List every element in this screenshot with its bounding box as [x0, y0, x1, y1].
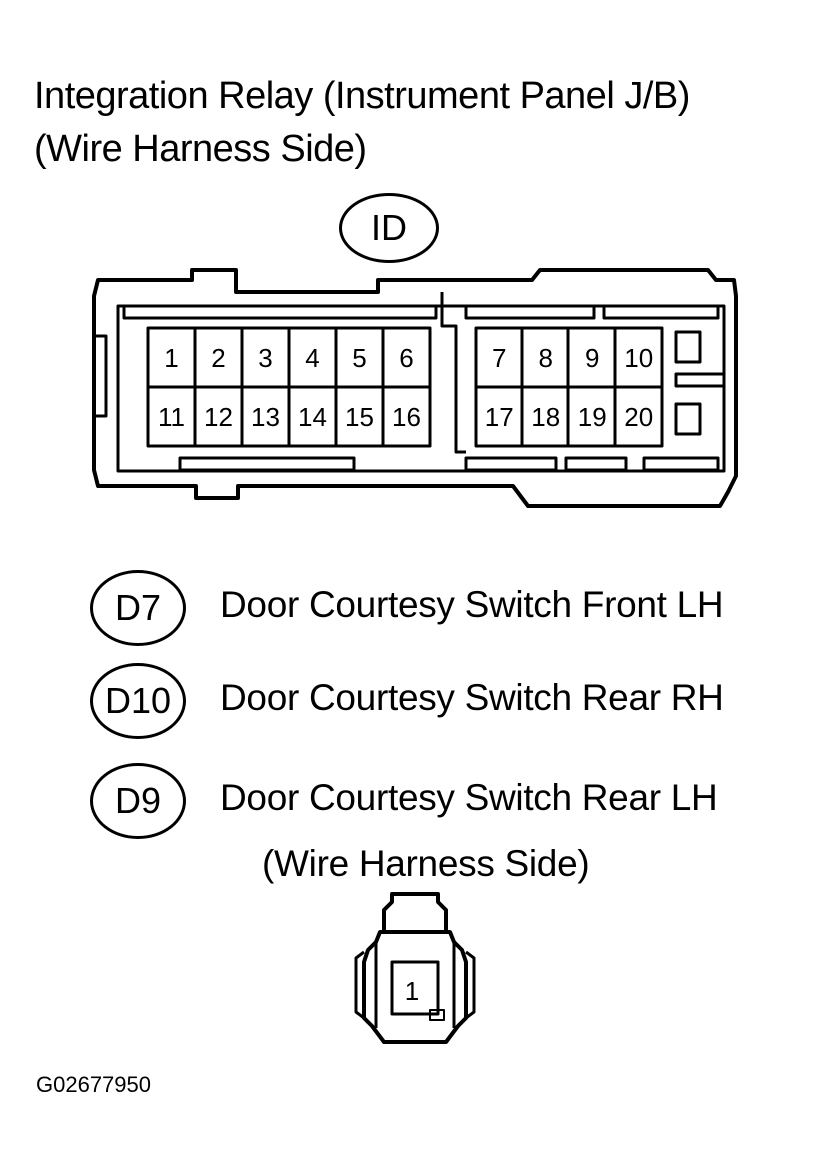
pin-label: 16	[392, 402, 421, 432]
legend-row-d10: D10 Door Courtesy Switch Rear RH	[90, 663, 810, 739]
bottom-slot-mid	[464, 456, 558, 472]
small-connector-latch	[382, 892, 448, 934]
connector-description: Door Courtesy Switch Front LH	[220, 584, 724, 625]
top-slot-left	[122, 304, 438, 320]
pin-label: 17	[485, 402, 514, 432]
small-connector-pin-cavity	[390, 960, 440, 1016]
pin-label: 19	[578, 402, 607, 432]
connector-housing-outline	[92, 268, 738, 508]
pin-label: 7	[492, 343, 506, 373]
connector-code-badge: D9	[90, 763, 186, 839]
pin-label: 10	[624, 343, 653, 373]
diagram-subtitle: (Wire Harness Side)	[34, 128, 367, 170]
connector-id-badge: ID	[339, 193, 439, 263]
small-connector-pin-label: 1	[405, 976, 419, 1006]
diagram-title: Integration Relay (Instrument Panel J/B)	[34, 75, 690, 117]
pin-label: 20	[624, 402, 653, 432]
connector-description: Door Courtesy Switch Rear LH	[220, 777, 718, 818]
bottom-slot-mid2	[564, 456, 628, 472]
pin-label: 5	[352, 343, 366, 373]
pin-label: 14	[298, 402, 327, 432]
left-latch	[94, 334, 108, 418]
small-connector-body	[362, 930, 468, 1044]
pin-label: 9	[585, 343, 599, 373]
right-key	[674, 372, 726, 388]
connector-description: Door Courtesy Switch Rear RH	[220, 677, 724, 718]
top-slot-mid	[464, 304, 596, 320]
harness-side-note: (Wire Harness Side)	[262, 843, 590, 884]
pin-label: 12	[204, 402, 233, 432]
center-divider	[440, 292, 466, 454]
pin-label: 3	[258, 343, 272, 373]
pin-label: 8	[539, 343, 553, 373]
pin-label: 18	[531, 402, 560, 432]
pin-label: 4	[305, 343, 319, 373]
right-cavity-top	[674, 330, 702, 364]
legend-row-d7: D7 Door Courtesy Switch Front LH	[90, 570, 810, 646]
bottom-slot-left	[178, 456, 356, 472]
right-cavity-bottom	[674, 402, 702, 436]
pin-label: 11	[158, 402, 185, 432]
pin-label: 2	[211, 343, 225, 373]
legend-row-d9: D9 Door Courtesy Switch Rear LH	[90, 763, 810, 839]
top-slot-right	[602, 304, 720, 320]
pin-label: 6	[399, 343, 413, 373]
connector-code-badge: D7	[90, 570, 186, 646]
connector-code-badge: D10	[90, 663, 186, 739]
figure-code: G02677950	[36, 1072, 151, 1097]
pin-label: 1	[164, 343, 178, 373]
bottom-slot-right	[642, 456, 720, 472]
door-switch-connector: 1	[354, 892, 476, 1044]
pin-label: 13	[251, 402, 280, 432]
pin-label: 15	[345, 402, 374, 432]
